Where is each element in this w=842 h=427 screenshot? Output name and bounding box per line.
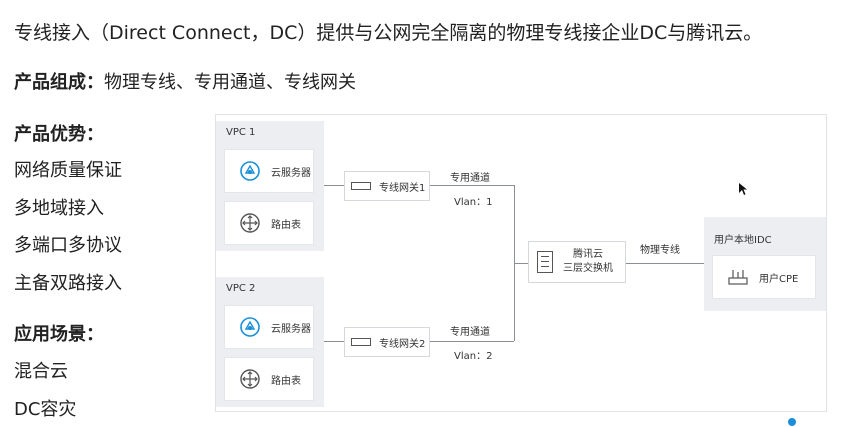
- connector-line: [514, 185, 515, 263]
- cloud-server-icon: [239, 160, 261, 182]
- idc-panel: 用户本地IDC 用户CPE: [704, 217, 826, 311]
- channel1-vlan: Vlan：1: [454, 197, 493, 208]
- connector-line: [430, 341, 514, 342]
- advantage-item: 主备双路接入: [14, 273, 122, 294]
- composition-value: 物理专线、专用通道、专线网关: [104, 72, 356, 93]
- advantage-item: 多地域接入: [14, 198, 104, 219]
- gateway-icon: [351, 338, 371, 346]
- vpc1-server-card[interactable]: 云服务器: [224, 149, 314, 193]
- connector-line: [514, 263, 515, 341]
- connector-line: [324, 341, 344, 342]
- mouse-cursor-icon: [738, 181, 748, 200]
- idc-title: 用户本地IDC: [714, 235, 772, 246]
- route-label: 路由表: [271, 219, 301, 231]
- vpc2-server-card[interactable]: 云服务器: [224, 305, 314, 349]
- advantages-label: 产品优势：: [14, 124, 104, 145]
- channel1-label: 专用通道: [450, 173, 490, 184]
- gateway1-node[interactable]: 专线网关1: [344, 171, 430, 201]
- gateway2-label: 专线网关2: [379, 338, 426, 350]
- router-cpe-icon: [727, 266, 749, 288]
- switch-text: 腾讯云 三层交换机: [563, 248, 613, 276]
- cpe-card[interactable]: 用户CPE: [712, 255, 816, 299]
- composition-label: 产品组成：: [14, 72, 104, 93]
- vpc1-route-card[interactable]: 路由表: [224, 201, 314, 245]
- scenario-item: DC容灾: [14, 399, 77, 420]
- architecture-diagram: VPC 1 云服务器 路由表 VPC 2 云服务器 路由表: [215, 114, 827, 412]
- vpc2-panel: VPC 2 云服务器 路由表: [216, 277, 324, 407]
- server-label: 云服务器: [271, 323, 311, 335]
- vpc2-route-card[interactable]: 路由表: [224, 357, 314, 401]
- gateway-icon: [351, 182, 371, 190]
- cloud-server-icon: [239, 316, 261, 338]
- scenario-item: 混合云: [14, 361, 68, 382]
- channel2-vlan: Vlan：2: [454, 351, 493, 362]
- advantage-item: 多端口多协议: [14, 235, 122, 256]
- cpe-label: 用户CPE: [759, 273, 799, 285]
- route-table-icon: [239, 368, 261, 390]
- composition-line: 产品组成：物理专线、专用通道、专线网关: [14, 68, 356, 94]
- tencent-switch-node[interactable]: 腾讯云 三层交换机: [528, 241, 626, 283]
- vpc2-title: VPC 2: [226, 283, 256, 294]
- switch-icon: [537, 251, 553, 273]
- switch-line2: 三层交换机: [563, 263, 613, 274]
- server-label: 云服务器: [271, 167, 311, 179]
- physical-line-label: 物理专线: [640, 245, 680, 256]
- intro-text: 专线接入（Direct Connect，DC）提供与公网完全隔离的物理专线接企业…: [14, 22, 763, 44]
- vpc1-panel: VPC 1 云服务器 路由表: [216, 121, 324, 251]
- route-table-icon: [239, 212, 261, 234]
- vpc1-title: VPC 1: [226, 127, 256, 138]
- connector-line: [430, 185, 514, 186]
- connector-line: [626, 263, 704, 264]
- channel2-label: 专用通道: [450, 327, 490, 338]
- route-label: 路由表: [271, 375, 301, 387]
- scenarios-label: 应用场景：: [14, 324, 104, 345]
- connector-line: [324, 185, 344, 186]
- connector-line: [514, 263, 528, 264]
- switch-line1: 腾讯云: [573, 249, 603, 260]
- advantage-item: 网络质量保证: [14, 160, 122, 181]
- gateway2-node[interactable]: 专线网关2: [344, 327, 430, 357]
- gateway1-label: 专线网关1: [379, 182, 426, 194]
- accent-dot: [788, 418, 796, 426]
